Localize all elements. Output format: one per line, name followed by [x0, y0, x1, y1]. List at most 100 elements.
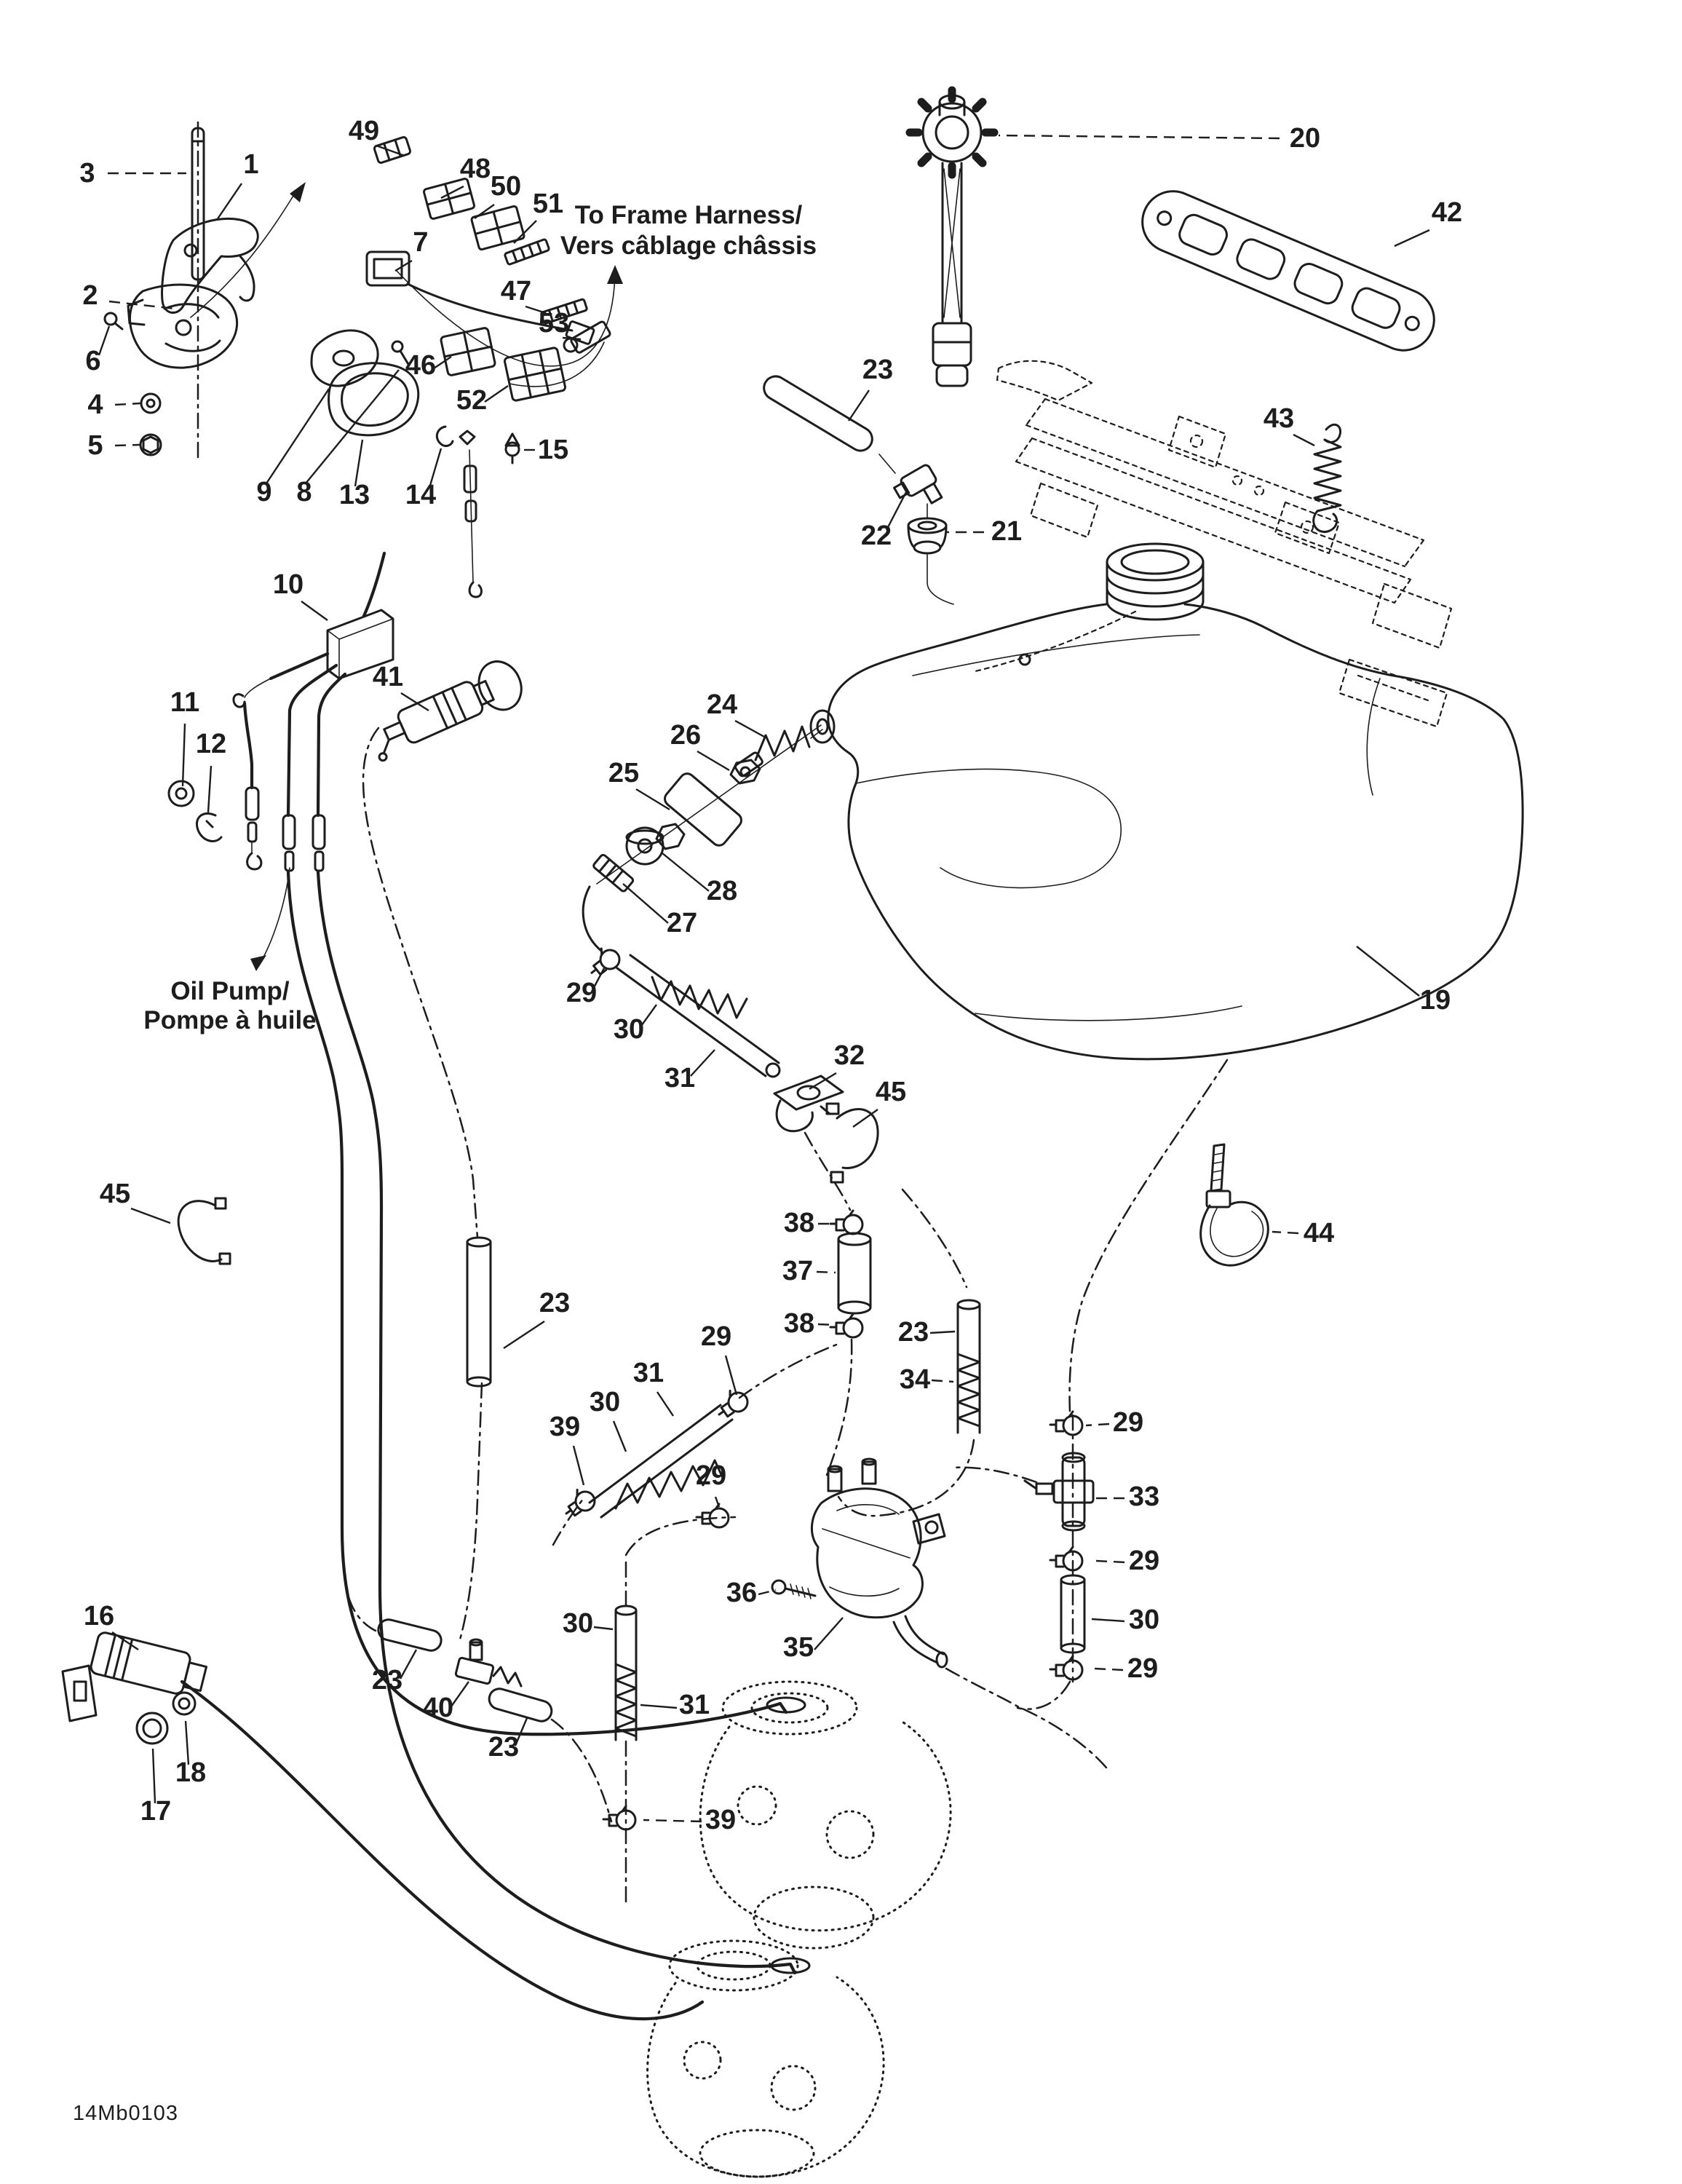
leader-line-22: [885, 490, 908, 531]
oil-pump-note: Oil Pump/Pompe à huile: [143, 977, 316, 1034]
leader-line-6: [98, 325, 111, 356]
leader-line-26: [697, 750, 730, 772]
callout-4: 4: [87, 389, 103, 420]
leader-line-53: [562, 336, 582, 341]
leader-line-39: [572, 1445, 585, 1486]
leader-line-42: [1394, 229, 1430, 248]
supply-hose-29-32: [582, 941, 879, 1184]
callout-19: 19: [1420, 985, 1451, 1016]
callout-35: 35: [783, 1632, 814, 1663]
leader-line-34: [931, 1379, 954, 1383]
callout-3: 3: [79, 158, 95, 189]
fuel-pickup-24-28: [582, 724, 823, 952]
leader-line-14: [428, 448, 443, 488]
callout-31: 31: [679, 1690, 710, 1720]
callout-23: 23: [862, 355, 893, 385]
leader-line-31: [690, 1049, 715, 1077]
throttle-lever-assembly: [103, 121, 520, 598]
leader-line-28: [662, 852, 710, 892]
callout-5: 5: [87, 430, 103, 461]
callout-45: 45: [876, 1077, 906, 1107]
leader-line-47: [525, 305, 547, 314]
leader-line-30: [593, 1626, 614, 1631]
leader-line-36: [758, 1588, 777, 1596]
leader-line-23: [503, 1320, 545, 1350]
callout-14: 14: [405, 480, 436, 510]
callout-29: 29: [701, 1321, 731, 1352]
fuel-tank: [763, 375, 1524, 1061]
leader-line-32: [809, 1072, 837, 1091]
leader-line-10: [301, 601, 328, 621]
callout-37: 37: [782, 1256, 813, 1286]
callout-44: 44: [1304, 1218, 1334, 1249]
callout-46: 46: [405, 350, 436, 381]
fuel-gauge-dipstick: [905, 86, 999, 387]
throttle-cables: [167, 551, 797, 1975]
note-layer: To Frame Harness/Vers câblage châssisOil…: [143, 201, 817, 1034]
callout-30: 30: [590, 1387, 620, 1417]
leader-line-20: [998, 134, 1280, 140]
callout-29: 29: [1129, 1546, 1159, 1576]
leader-line-44: [1272, 1230, 1299, 1235]
callout-38: 38: [784, 1308, 814, 1339]
callout-49: 49: [349, 116, 379, 146]
leader-line-37: [816, 1270, 836, 1274]
leader-line-4: [114, 402, 141, 406]
leader-line-29: [714, 1496, 721, 1508]
callout-29: 29: [1113, 1407, 1143, 1438]
callout-23: 23: [539, 1288, 570, 1318]
callout-30: 30: [1129, 1605, 1159, 1635]
leader-line-29: [1094, 1667, 1124, 1671]
callout-39: 39: [550, 1412, 580, 1442]
leader-line-35: [814, 1617, 844, 1650]
callout-47: 47: [501, 276, 531, 306]
leader-line-11: [181, 723, 186, 787]
callout-29: 29: [1127, 1653, 1158, 1684]
leader-line-27: [622, 883, 669, 924]
callout-39: 39: [705, 1805, 736, 1835]
callout-6: 6: [85, 346, 100, 376]
primer-tees: [377, 1618, 553, 1722]
callout-50: 50: [491, 171, 521, 202]
callout-48: 48: [460, 154, 491, 184]
callout-25: 25: [608, 758, 639, 788]
callout-29: 29: [566, 978, 597, 1008]
leader-line-5: [114, 443, 140, 447]
callout-26: 26: [670, 720, 701, 751]
leader-line-25: [635, 788, 670, 811]
callout-34: 34: [900, 1364, 930, 1395]
callout-1: 1: [243, 149, 258, 180]
leader-line-8: [305, 369, 400, 484]
leader-line-45: [130, 1207, 171, 1224]
phantom-seat-bracket: [974, 360, 1453, 728]
leader-line-49: [376, 144, 405, 157]
hook-45-left: [177, 1197, 231, 1265]
callout-15: 15: [538, 435, 568, 465]
callout-28: 28: [707, 876, 737, 906]
leader-line-18: [184, 1720, 190, 1765]
callout-36: 36: [726, 1578, 757, 1608]
callout-32: 32: [834, 1040, 865, 1071]
carburetors: [646, 1680, 952, 2178]
leader-line-2: [108, 300, 175, 310]
callout-30: 30: [563, 1608, 593, 1639]
callout-45: 45: [100, 1179, 130, 1209]
right-fuel-line-29-33-30: [1023, 1410, 1095, 1683]
callout-8: 8: [296, 477, 312, 507]
callout-41: 41: [373, 662, 403, 692]
leader-line-13: [354, 439, 364, 487]
callout-52: 52: [456, 385, 487, 416]
leader-line-1: [216, 183, 242, 221]
callout-12: 12: [196, 729, 226, 759]
callout-31: 31: [633, 1358, 664, 1388]
leader-line-45: [852, 1109, 878, 1128]
vent-tube-23: [763, 375, 873, 452]
callout-13: 13: [339, 480, 370, 510]
callout-24: 24: [707, 689, 737, 720]
callout-42: 42: [1432, 197, 1462, 228]
callout-22: 22: [861, 521, 892, 551]
callout-11: 11: [170, 687, 199, 718]
callout-18: 18: [175, 1757, 206, 1788]
fuel-filter-37-38: [829, 1209, 872, 1339]
